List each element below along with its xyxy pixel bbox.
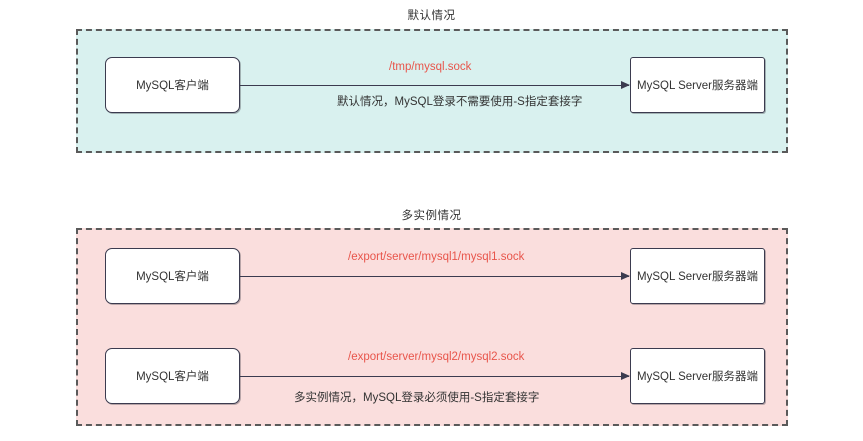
edge-label-socket-instance1: /export/server/mysql1/mysql1.sock [348,251,525,263]
edge-label-socket-default: /tmp/mysql.sock [389,61,472,73]
node-mysql-server-instance1[interactable]: MySQL Server服务器端 [630,248,765,304]
node-mysql-client-default[interactable]: MySQL客户端 [105,57,240,113]
connector-arrow-instance2 [240,375,629,377]
node-mysql-server-instance2[interactable]: MySQL Server服务器端 [630,348,765,404]
edge-label-socket-instance2: /export/server/mysql2/mysql2.sock [348,351,525,363]
edge-note-default: 默认情况，MySQL登录不需要使用-S指定套接字 [337,96,583,108]
node-mysql-client-instance2[interactable]: MySQL客户端 [105,348,240,404]
connector-arrow-instance1 [240,275,629,277]
node-mysql-client-instance1[interactable]: MySQL客户端 [105,248,240,304]
connector-arrow-default [240,84,629,86]
section-title-default: 默认情况 [407,10,456,22]
edge-note-multi-instance: 多实例情况，MySQL登录必须使用-S指定套接字 [294,392,540,404]
section-title-multi-instance: 多实例情况 [401,210,462,222]
node-mysql-server-default[interactable]: MySQL Server服务器端 [630,57,765,113]
